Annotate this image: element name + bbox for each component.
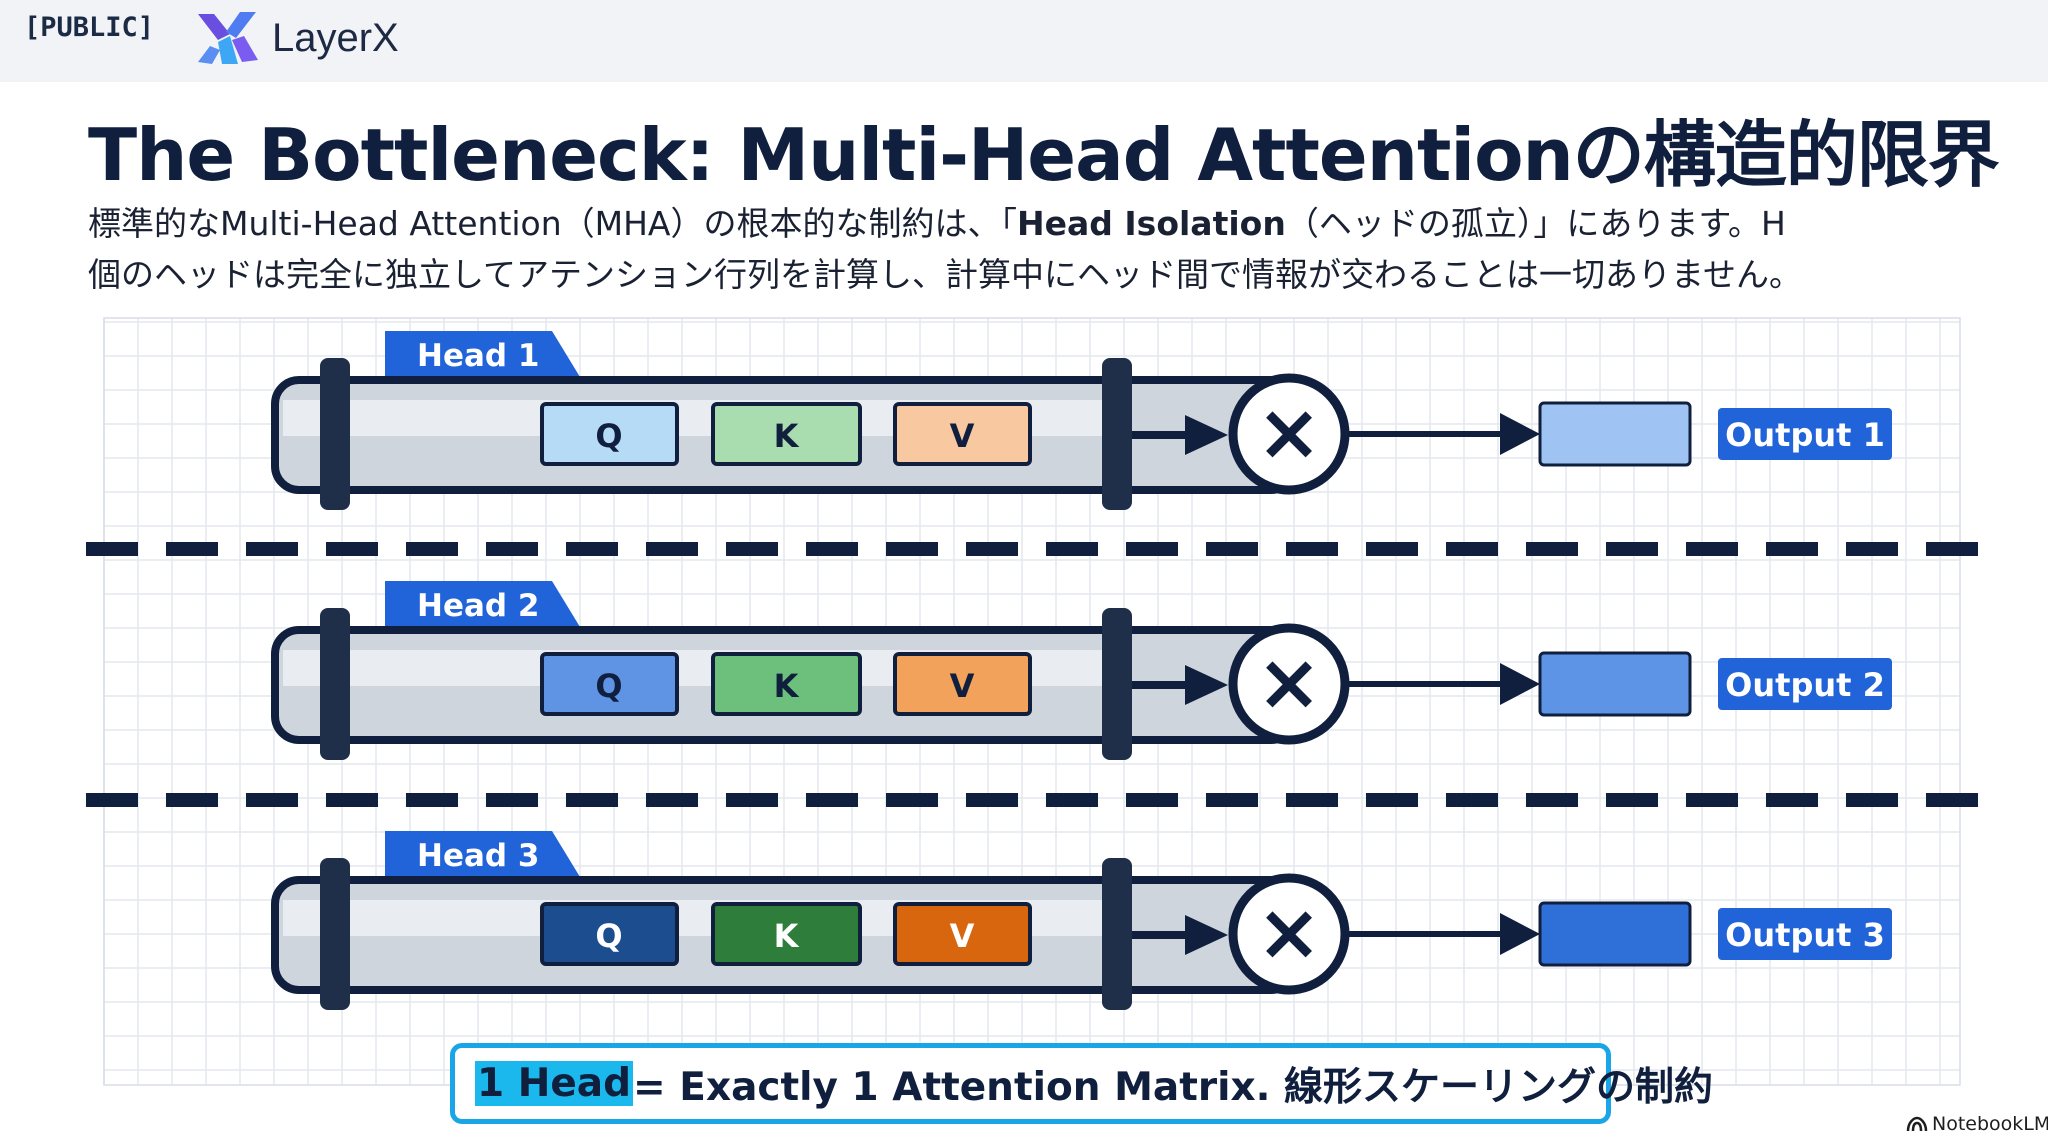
output-block-2 (1538, 651, 1692, 717)
arrow-head-output-1 (1500, 413, 1540, 455)
tube-clamp-left-3 (320, 858, 350, 1010)
notebooklm-watermark: NotebookLM (1906, 1113, 2048, 1135)
v-label-3: V (950, 917, 975, 955)
arrow-head-multiply-3 (1185, 915, 1228, 955)
desc-line1-after: （ヘッドの孤立）」にあります。H (1285, 204, 1786, 243)
slide-title: The Bottleneck: Multi-Head Attentionの構造的… (88, 113, 2000, 197)
v-label-1: V (950, 417, 975, 455)
brand-name: LayerX (272, 16, 399, 60)
arrow-head-multiply-1 (1185, 415, 1228, 455)
k-block-2 (711, 652, 862, 716)
desc-line1-before: 標準的なMulti-Head Attention（MHA）の根本的な制約は、「 (88, 204, 1018, 243)
q-label-1: Q (595, 417, 622, 455)
desc-line2: 個のヘッドは完全に独立してアテンション行列を計算し、計算中にヘッド間で情報が交わ… (88, 255, 1803, 294)
tube-clamp-left-1 (320, 358, 350, 510)
head-row-3: Head 3 Q K V × Output 3 (271, 831, 1892, 1010)
k-block-1 (711, 402, 862, 466)
k-block-3 (711, 902, 862, 966)
head-tab-2 (385, 581, 580, 627)
multiply-icon-2: × (1256, 638, 1321, 728)
output-block-3 (1538, 901, 1692, 967)
k-label-1: K (774, 417, 800, 455)
footer-brand-text: NotebookLM (1932, 1113, 2048, 1135)
summary-callout: 1 Head = Exactly 1 Attention Matrix. 線形ス… (450, 1043, 1713, 1124)
notebooklm-icon (1906, 1116, 1928, 1132)
callout-text: = Exactly 1 Attention Matrix. 線形スケーリングの制… (633, 1064, 1714, 1110)
tube-clamp-right-2 (1102, 608, 1132, 760)
tube-clamp-right-1 (1102, 358, 1132, 510)
arrow-head-multiply-2 (1185, 665, 1228, 705)
tube-clamp-right-3 (1102, 858, 1132, 1010)
head-label-2: Head 2 (417, 588, 539, 624)
v-label-2: V (950, 667, 975, 705)
head-label-1: Head 1 (417, 338, 539, 374)
multiply-node-3 (1228, 873, 1350, 995)
arrow-head-output-2 (1500, 663, 1540, 705)
head-tab-1 (385, 331, 580, 377)
output-label-2: Output 2 (1725, 666, 1885, 704)
output-label-1: Output 1 (1725, 416, 1885, 454)
v-block-1 (893, 402, 1032, 466)
output-badge-3 (1718, 908, 1892, 960)
output-badge-1 (1718, 408, 1892, 460)
output-block-1 (1538, 401, 1692, 467)
slide-description: 標準的なMulti-Head Attention（MHA）の根本的な制約は、「H… (88, 198, 1968, 300)
multiply-icon-1: × (1256, 388, 1321, 478)
q-label-3: Q (595, 917, 622, 955)
head-row-1: Head 1 Q K V × Output 1 (271, 331, 1892, 510)
desc-line1-bold: Head Isolation (1017, 204, 1286, 243)
output-label-3: Output 3 (1725, 916, 1885, 954)
callout-highlight: 1 Head (475, 1061, 634, 1106)
q-block-3 (540, 902, 679, 966)
k-label-2: K (774, 667, 800, 705)
head-label-3: Head 3 (417, 838, 539, 874)
arrow-head-output-3 (1500, 913, 1540, 955)
v-block-2 (893, 652, 1032, 716)
k-label-3: K (774, 917, 800, 955)
multiply-node-1 (1228, 373, 1350, 495)
classification-tag: [PUBLIC] (24, 12, 155, 43)
head-isolation-diagram: Head 1 Q K V × Output 1 Head 2 Q K V (86, 317, 1980, 1086)
q-block-2 (540, 652, 679, 716)
q-label-2: Q (595, 667, 622, 705)
v-block-3 (893, 902, 1032, 966)
multiply-icon-3: × (1256, 888, 1321, 978)
q-block-1 (540, 402, 679, 466)
output-badge-2 (1718, 658, 1892, 710)
multiply-node-2 (1228, 623, 1350, 745)
head-tab-3 (385, 831, 580, 877)
head-row-2: Head 2 Q K V × Output 2 (271, 581, 1892, 760)
tube-clamp-left-2 (320, 608, 350, 760)
layerx-logo-icon (198, 12, 258, 64)
top-bar: [PUBLIC] LayerX (0, 0, 2048, 82)
